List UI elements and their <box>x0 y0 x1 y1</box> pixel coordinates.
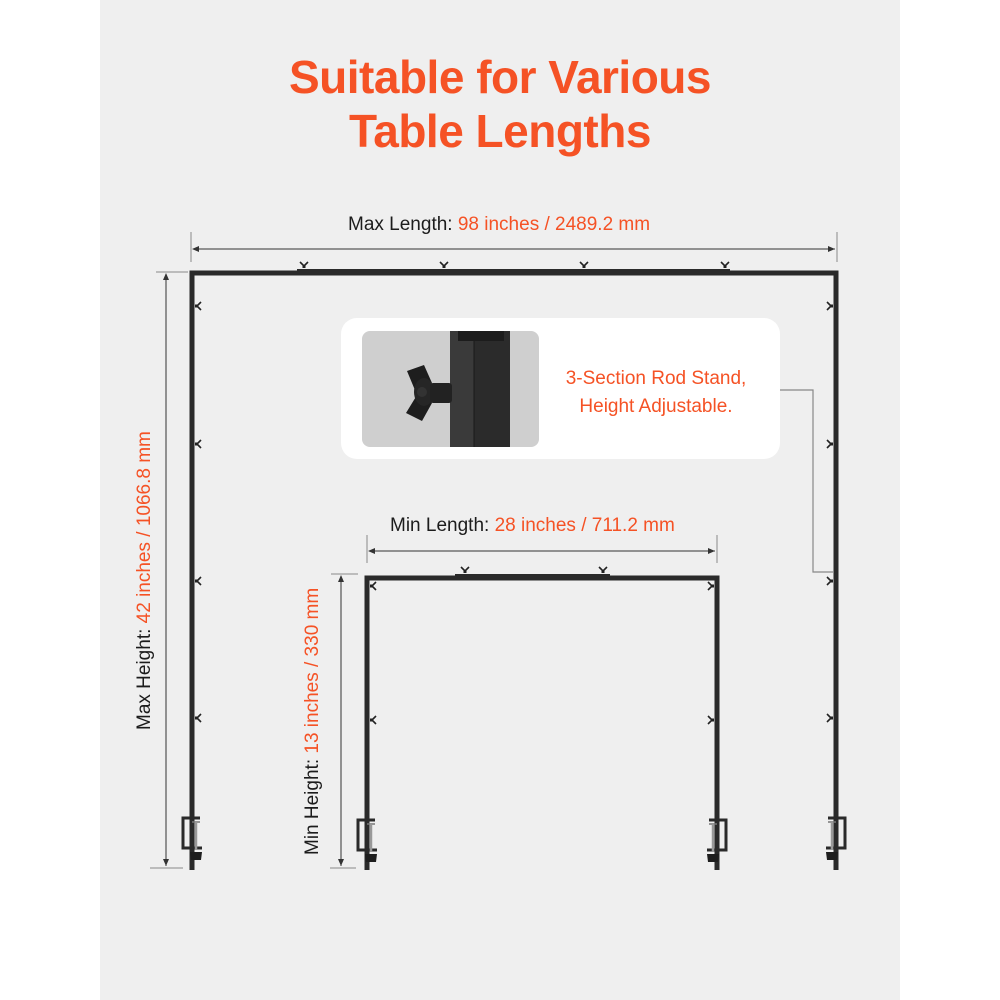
title-line-2: Table Lengths <box>349 105 651 157</box>
wing-nut-icon <box>826 576 834 586</box>
page-title: Suitable for Various Table Lengths <box>0 50 1000 158</box>
callout-text: 3-Section Rod Stand, Height Adjustable. <box>565 368 747 417</box>
wing-nut-icon <box>826 713 834 723</box>
min-length-value: 28 inches / 711.2 mm <box>494 515 675 536</box>
background-panel <box>100 0 900 1000</box>
wing-nut-icon <box>194 301 202 311</box>
wing-nut-icon <box>720 261 730 269</box>
wing-nut-icon <box>299 261 309 269</box>
wing-nut-rod-closeup-image <box>362 331 539 447</box>
wing-nut-icon <box>194 439 202 449</box>
wing-nut-icon <box>194 576 202 586</box>
wing-nut-icon <box>369 581 377 591</box>
wing-nut-icon <box>707 581 715 591</box>
wing-nut-icon <box>460 566 470 574</box>
max-length-value: 98 inches / 2489.2 mm <box>457 214 651 235</box>
small-frame <box>356 566 728 870</box>
wing-nut-icon <box>598 566 608 574</box>
wing-nut-icon <box>369 715 377 725</box>
wing-nut-icon <box>826 301 834 311</box>
large-frame <box>181 261 847 870</box>
wing-nut-icon <box>439 261 449 269</box>
wing-nut-icon <box>707 715 715 725</box>
max-length-label: Max Length: 98 inches / 2489.2 mm <box>348 214 651 235</box>
min-length-label: Min Length: 28 inches / 711.2 mm <box>390 515 675 536</box>
title-line-1: Suitable for Various <box>289 51 712 103</box>
wing-nut-icon <box>826 439 834 449</box>
wing-nut-icon <box>579 261 589 269</box>
callout-card: 3-Section Rod Stand, Height Adjustable. <box>341 318 780 459</box>
wing-nut-icon <box>194 713 202 723</box>
callout-leader-line <box>780 389 834 573</box>
